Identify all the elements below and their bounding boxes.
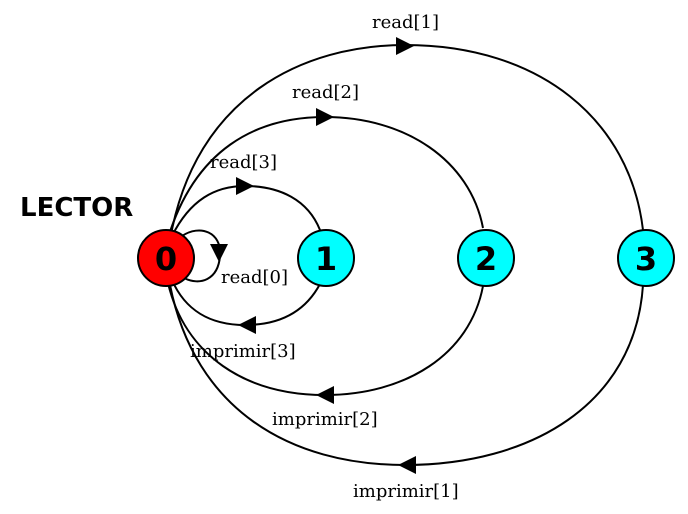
edge-2-to-0: [167, 282, 484, 397]
arrowhead-0-self-loop: [210, 244, 228, 262]
edge-label-imprimir-2: imprimir[2]: [272, 409, 378, 430]
edge-label-read-3: read[3]: [210, 152, 277, 173]
edge-label-imprimir-3: imprimir[3]: [190, 341, 296, 362]
state-1-label: 1: [315, 240, 337, 278]
edge-label-read-1: read[1]: [372, 12, 439, 33]
arrowhead-0-to-1: [236, 177, 254, 195]
state-2-label: 2: [475, 240, 497, 278]
state-3: 3: [617, 229, 675, 287]
state-0: 0: [137, 229, 195, 287]
edge-label-imprimir-1: imprimir[1]: [353, 481, 459, 502]
arrowhead-3-to-0: [398, 456, 416, 474]
edge-0-to-1: [171, 184, 321, 237]
edge-label-read-2: read[2]: [292, 82, 359, 103]
edge-label-read-0: read[0]: [221, 267, 288, 288]
process-title: LECTOR: [20, 193, 133, 223]
arrowhead-0-to-2: [316, 108, 334, 126]
arrowhead-1-to-0: [238, 316, 256, 334]
arrowhead-2-to-0: [316, 386, 334, 404]
state-2: 2: [457, 229, 515, 287]
edge-3-to-0: [169, 284, 644, 467]
state-0-label: 0: [155, 240, 177, 278]
state-3-label: 3: [635, 240, 657, 278]
state-1: 1: [297, 229, 355, 287]
edge-0-to-2: [167, 115, 484, 239]
edge-0-to-3: [169, 43, 644, 241]
arrowhead-0-to-3: [396, 37, 414, 55]
